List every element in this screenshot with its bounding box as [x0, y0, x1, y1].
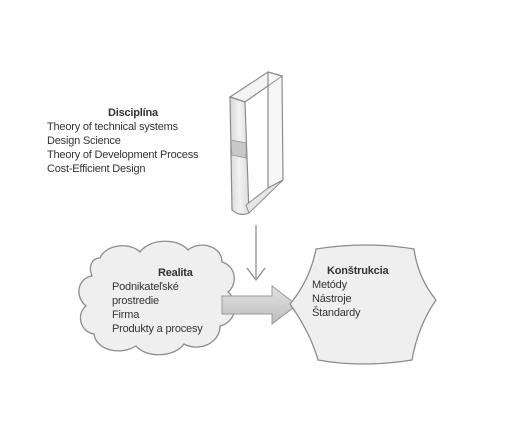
disciplina-item: Design Science [47, 135, 121, 147]
konstrukcia-item: Nástroje [312, 293, 352, 305]
disciplina-item: Theory of technical systems [47, 121, 178, 133]
cloud-shape [78, 240, 236, 356]
realita-item: Firma [112, 309, 140, 321]
realita-item: Podnikateľské [112, 281, 179, 293]
disciplina-item: Theory of Development Process [47, 149, 199, 161]
konstrukcia-item: Metódy [312, 279, 347, 291]
book-icon [228, 71, 284, 216]
down-arrow [246, 225, 266, 282]
realita-item: prostredie [112, 295, 159, 307]
realita-title: Realita [158, 267, 193, 279]
konstrukcia-title: Konštrukcia [327, 265, 389, 277]
hexagon-shape [289, 244, 437, 365]
konstrukcia-item: Štandardy [312, 307, 361, 319]
disciplina-title: Disciplína [108, 107, 158, 119]
right-arrow [221, 284, 298, 326]
disciplina-item: Cost-Efficient Design [47, 163, 146, 175]
realita-item: Produkty a procesy [112, 323, 203, 335]
